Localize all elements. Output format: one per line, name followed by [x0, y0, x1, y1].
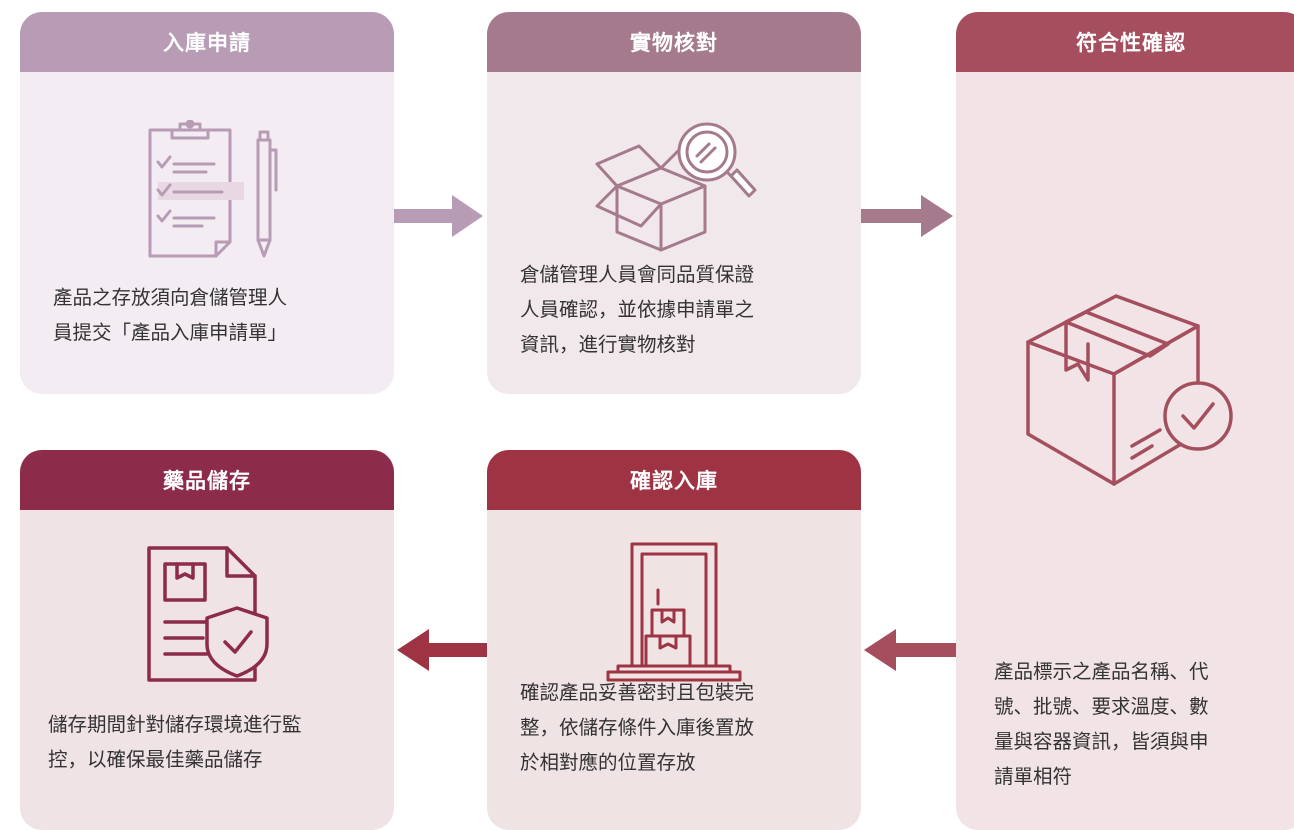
description-line: 人員確認，並依據申請單之: [520, 298, 755, 321]
description-line: 倉儲管理人員會同品質保證: [520, 263, 755, 286]
step-title: 確認入庫: [487, 450, 861, 510]
left-arrow-icon: [394, 626, 487, 678]
step-description: 產品之存放須向倉儲管理人 員提交「產品入庫申請單」: [53, 280, 287, 350]
description-line: 請單相符: [994, 765, 1073, 788]
step-card-product-entry-request: 入庫申請 產品之存放須向倉儲管理人 員提交「產品入庫申請單」: [20, 12, 394, 394]
description-line: 控，以確保最佳藥品儲存: [48, 748, 263, 771]
description-line: 號、批號、要求溫度、數: [994, 695, 1209, 718]
document-shield-icon: [20, 544, 394, 684]
right-arrow-icon: [394, 192, 487, 244]
left-arrow-icon: [861, 626, 956, 678]
description-line: 產品之存放須向倉儲管理人: [53, 286, 288, 309]
clipboard-checklist-icon: [20, 120, 394, 262]
step-card-drug-storage: 藥品儲存 儲存期間針對儲存環境進行監 控，以確保最佳藥品儲存: [20, 450, 394, 830]
step-description: 倉儲管理人員會同品質保證 人員確認，並依據申請單之 資訊，進行實物核對: [520, 257, 754, 362]
description-line: 儲存期間針對儲存環境進行監: [48, 713, 302, 736]
step-card-conformity-check: 符合性確認 產品標示之產品名稱、代 號、批號、要求溫度、數 量與容器資訊，皆須與…: [956, 12, 1294, 830]
description-line: 於相對應的位置存放: [520, 751, 696, 774]
description-line: 整，依儲存條件入庫後置放: [520, 716, 755, 739]
package-check-icon: [956, 284, 1294, 496]
description-line: 量與容器資訊，皆須與申: [994, 730, 1209, 753]
description-line: 資訊，進行實物核對: [520, 333, 696, 356]
description-line: 確認產品妥善密封且包裝完: [520, 681, 755, 704]
description-line: 產品標示之產品名稱、代: [994, 660, 1209, 683]
step-description: 產品標示之產品名稱、代 號、批號、要求溫度、數 量與容器資訊，皆須與申 請單相符: [994, 654, 1209, 794]
step-description: 儲存期間針對儲存環境進行監 控，以確保最佳藥品儲存: [48, 707, 302, 777]
step-card-confirm-storage-entry: 確認入庫 確認產品妥善密封且包裝完 整，依儲存條件入庫後置放 於相對應的位置存放: [487, 450, 861, 830]
open-box-magnifier-icon: [487, 108, 861, 254]
step-card-physical-verification: 實物核對 倉儲管理人員會同品質保證 人員確認，並依據申請單之 資訊，進行實物核對: [487, 12, 861, 394]
step-title: 符合性確認: [956, 12, 1294, 72]
description-line: 員提交「產品入庫申請單」: [53, 321, 288, 344]
step-title: 入庫申請: [20, 12, 394, 72]
step-description: 確認產品妥善密封且包裝完 整，依儲存條件入庫後置放 於相對應的位置存放: [520, 675, 754, 780]
right-arrow-icon: [861, 192, 956, 244]
step-title: 藥品儲存: [20, 450, 394, 510]
warehouse-door-boxes-icon: [487, 538, 861, 684]
step-title: 實物核對: [487, 12, 861, 72]
